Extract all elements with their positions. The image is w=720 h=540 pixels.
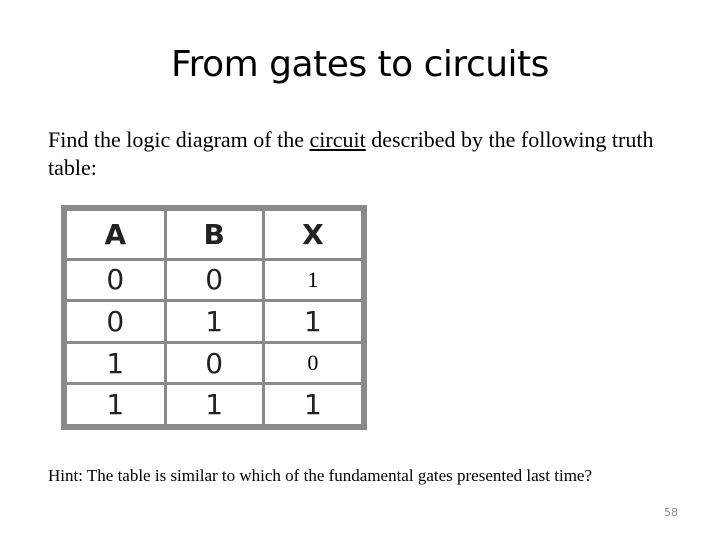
table-row: 1 0 0 xyxy=(67,343,361,383)
header-a: A xyxy=(67,211,164,258)
table-row: 0 0 1 xyxy=(67,260,361,300)
header-b: B xyxy=(166,211,262,258)
cell-x: 0 xyxy=(264,343,361,383)
cell-a: 1 xyxy=(67,343,164,383)
intro-text: Find the logic diagram of the circuit de… xyxy=(48,126,688,182)
table-row: 1 1 1 xyxy=(67,385,361,424)
page-number: 58 xyxy=(664,506,678,519)
cell-b: 0 xyxy=(166,260,262,300)
cell-a: 0 xyxy=(67,260,164,300)
table-header-row: A B X xyxy=(67,211,361,258)
table-row: 0 1 1 xyxy=(67,302,361,341)
cell-x: 1 xyxy=(264,260,361,300)
cell-b: 1 xyxy=(166,302,262,341)
cell-b: 0 xyxy=(166,343,262,383)
intro-text-start: Find the logic diagram of the xyxy=(48,127,310,152)
truth-table-frame: A B X 0 0 1 0 1 1 1 0 0 1 1 1 xyxy=(61,205,367,430)
cell-a: 0 xyxy=(67,302,164,341)
cell-b: 1 xyxy=(166,385,262,424)
cell-x: 1 xyxy=(264,302,361,341)
hint-text: Hint: The table is similar to which of t… xyxy=(48,466,593,485)
intro-text-end: described by the following truth table: xyxy=(48,127,654,180)
cell-x: 1 xyxy=(264,385,361,424)
header-x: X xyxy=(264,211,361,258)
cell-a: 1 xyxy=(67,385,164,424)
circuit-link[interactable]: circuit xyxy=(309,127,366,152)
slide-title: From gates to circuits xyxy=(171,44,549,85)
truth-table: A B X 0 0 1 0 1 1 1 0 0 1 1 1 xyxy=(64,208,364,427)
